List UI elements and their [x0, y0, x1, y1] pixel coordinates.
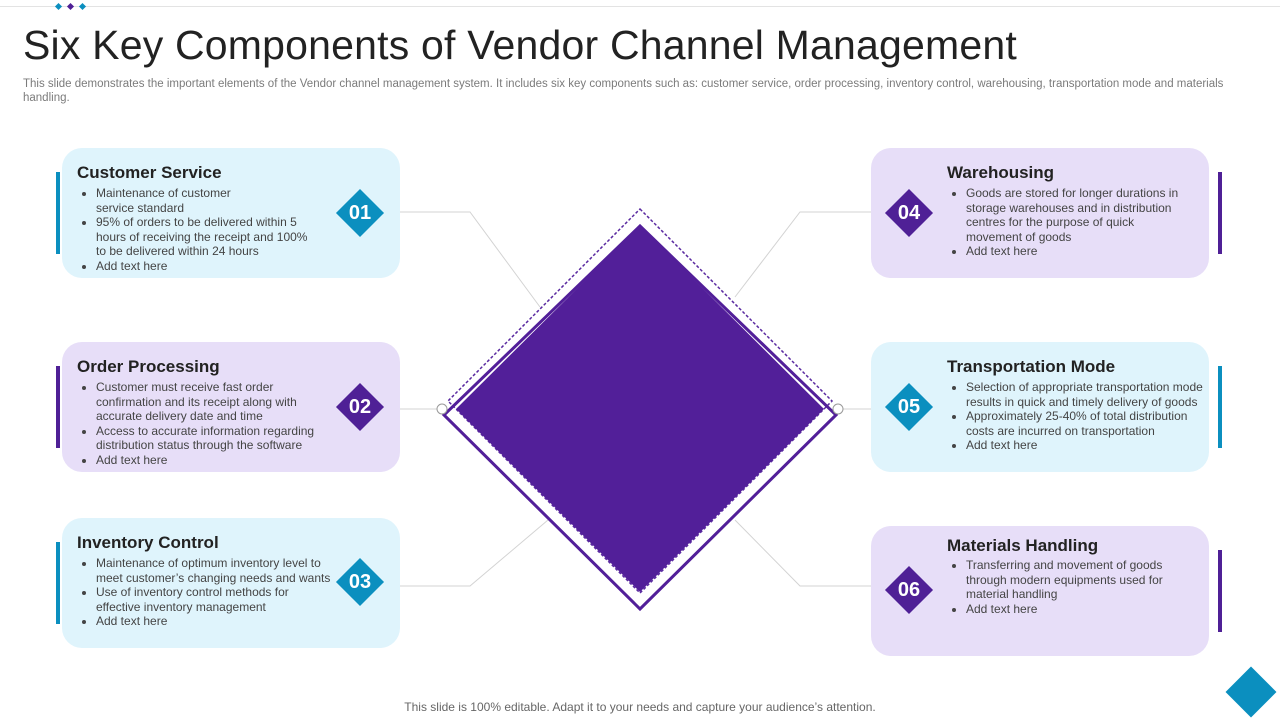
bullet-item: Add text here: [966, 438, 1212, 453]
bullet-item: Customer must receive fast order confirm…: [96, 380, 326, 424]
connector-line-01: [400, 211, 541, 308]
card-title: Transportation Mode: [947, 357, 1116, 376]
bullet-item: Approximately 25-40% of total distributi…: [966, 409, 1212, 438]
card-title: Order Processing: [77, 357, 220, 376]
bullet-item: Maintenance of optimum inventory level t…: [96, 556, 338, 585]
center-diamond: [456, 226, 824, 592]
connector-line-04: [734, 211, 880, 298]
diamond-solid-outline: [441, 223, 839, 612]
accent-bar-06: [1218, 550, 1222, 632]
accent-bar-01: [56, 172, 60, 254]
connector-line-03: [400, 519, 549, 587]
badge-number-03: 03: [348, 571, 372, 593]
card-bullets: Transferring and movement of goods throu…: [947, 558, 1188, 616]
card-title: Customer Service: [77, 163, 222, 182]
footer-note: This slide is 100% editable. Adapt it to…: [404, 700, 876, 714]
badge-number-06: 06: [897, 579, 921, 601]
card-bullets: Maintenance of customer service standard…: [77, 186, 318, 273]
right-node: [832, 403, 844, 415]
card-bullets: Goods are stored for longer durations in…: [947, 186, 1188, 259]
bullet-item: Transferring and movement of goods throu…: [966, 558, 1188, 602]
bullet-item: Goods are stored for longer durations in…: [966, 186, 1188, 244]
diamond-dashed-outline: [446, 207, 834, 595]
accent-bar-04: [1218, 172, 1222, 254]
card-title: Materials Handling: [947, 536, 1099, 555]
top-divider: [0, 6, 1280, 7]
accent-bar-03: [56, 542, 60, 624]
badge-number-05: 05: [897, 396, 921, 418]
bullet-item: Access to accurate information regarding…: [96, 424, 326, 453]
card-bullets: Selection of appropriate transportation …: [947, 380, 1212, 453]
bullet-item: Selection of appropriate transportation …: [966, 380, 1212, 409]
page-subtitle: This slide demonstrates the important el…: [23, 78, 1224, 104]
page-title: Six Key Components of Vendor Channel Man…: [23, 22, 1018, 68]
accent-bar-02: [56, 366, 60, 448]
bullet-item: Add text here: [96, 453, 326, 468]
connector-line-06: [734, 519, 880, 587]
badge-number-04: 04: [897, 202, 921, 224]
bullet-item: Use of inventory control methods for eff…: [96, 585, 296, 614]
badge-number-02: 02: [348, 396, 372, 418]
card-bullets: Maintenance of optimum inventory level t…: [77, 556, 338, 629]
left-node: [436, 403, 448, 415]
card-title: Inventory Control: [77, 533, 219, 552]
card-bullets: Customer must receive fast order confirm…: [77, 380, 326, 467]
bullet-item: 95% of orders to be delivered within 5 h…: [96, 215, 318, 259]
bullet-item: Add text here: [96, 614, 338, 629]
bullet-item: Maintenance of customer service standard: [96, 186, 251, 215]
card-title: Warehousing: [947, 163, 1055, 182]
bullet-item: Add text here: [96, 259, 318, 274]
bullet-item: Add text here: [966, 602, 1188, 617]
badge-number-01: 01: [348, 202, 372, 224]
bullet-item: Add text here: [966, 244, 1188, 259]
accent-bar-05: [1218, 366, 1222, 448]
